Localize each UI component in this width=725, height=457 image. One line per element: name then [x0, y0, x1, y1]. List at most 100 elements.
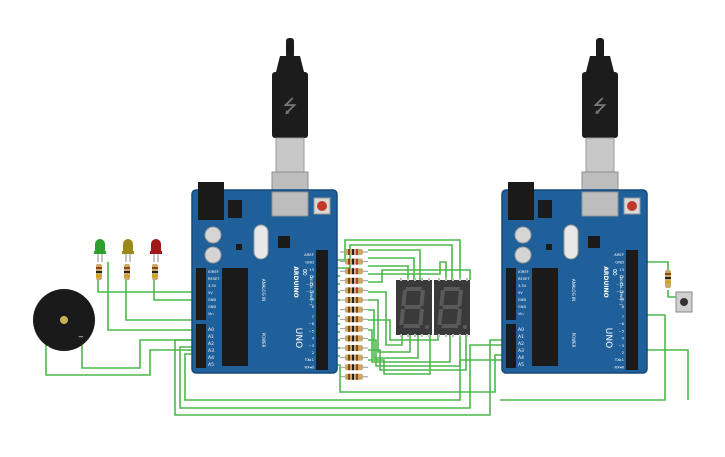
power-jack	[198, 182, 224, 220]
svg-text:ARDUINO: ARDUINO	[292, 266, 299, 297]
wire[interactable]	[97, 278, 195, 293]
pin-label: 2	[622, 350, 625, 355]
arduino-uno-board-2[interactable]: ARDUINO ∞ UNO ANALOG IN POWER DIGITAL (P…	[501, 182, 648, 374]
pin-label: ~9	[308, 296, 314, 301]
pin-label: 8	[312, 304, 315, 309]
resistor	[340, 297, 368, 303]
pin-label: 12	[619, 274, 624, 279]
pin-label: ~6	[308, 321, 314, 326]
capacitor	[204, 226, 222, 244]
wire[interactable]	[368, 329, 451, 363]
power-jack	[508, 182, 534, 220]
pin-label: A4	[208, 355, 214, 361]
digital-label: DIGITAL (PWM~)	[619, 275, 623, 305]
capacitor	[204, 246, 222, 264]
wires	[45, 239, 689, 416]
wire[interactable]	[368, 257, 415, 280]
pin-label: A5	[518, 362, 524, 368]
wire[interactable]	[153, 278, 195, 301]
wire[interactable]	[368, 309, 419, 359]
wire[interactable]	[107, 262, 195, 331]
pin-label: GND	[305, 259, 314, 264]
pin-label: 3.3V	[518, 284, 527, 288]
wire[interactable]	[500, 314, 666, 401]
wire[interactable]	[368, 291, 403, 346]
wire[interactable]	[368, 335, 431, 375]
wire[interactable]	[368, 265, 409, 280]
power-label: POWER	[571, 333, 576, 348]
reset-button[interactable]	[317, 201, 327, 211]
resistor	[340, 335, 368, 342]
analog-header	[196, 324, 206, 368]
pin-label: 3.3V	[208, 284, 217, 288]
pin-label: GND	[518, 305, 526, 309]
capacitor	[514, 226, 532, 244]
wire[interactable]	[330, 244, 453, 280]
arduino-uno-board-1[interactable]: ARDUINO ∞ UNO ANALOG IN POWER DIGITAL (P…	[191, 182, 338, 374]
wire[interactable]	[368, 319, 439, 341]
pin-label: A3	[208, 348, 214, 354]
wire[interactable]	[368, 249, 421, 280]
pin-label: A1	[208, 334, 214, 340]
usb-port	[581, 191, 619, 217]
pin-label: ~9	[618, 296, 624, 301]
wire[interactable]	[640, 349, 689, 400]
pin-label: ~10	[616, 289, 625, 294]
wire[interactable]	[368, 335, 461, 367]
wire[interactable]	[330, 354, 505, 393]
push-button[interactable]	[675, 291, 693, 313]
pin-label: ~5	[618, 328, 624, 333]
wire[interactable]	[179, 344, 505, 409]
pin-label: A1	[518, 334, 524, 340]
wire[interactable]	[368, 335, 467, 371]
pin-label: A2	[208, 341, 214, 347]
leds	[94, 239, 162, 280]
pin-label: AREF	[304, 252, 314, 257]
wire[interactable]	[184, 353, 505, 401]
pin-label: 12	[309, 274, 314, 279]
seven-segment-display	[396, 278, 432, 337]
wire[interactable]	[368, 261, 447, 280]
pin-label: ~11	[306, 282, 315, 287]
crystal	[563, 224, 579, 260]
wire[interactable]	[368, 299, 411, 353]
arduino-logo: ARDUINO	[292, 266, 299, 297]
capacitor	[514, 246, 532, 264]
pin-label: 13	[619, 267, 624, 272]
piezo-buzzer[interactable]: + −	[33, 289, 95, 352]
resistor	[340, 354, 368, 361]
led-red[interactable]	[150, 239, 162, 262]
pin-label: ~3	[618, 343, 624, 348]
board-model-label: UNO	[603, 328, 613, 348]
crystal	[253, 224, 269, 260]
pin-label: IOREF	[518, 270, 529, 274]
wire[interactable]	[330, 239, 461, 280]
wire[interactable]	[81, 339, 195, 369]
pin-label: GND	[208, 305, 216, 309]
wire[interactable]	[45, 345, 195, 376]
led-green[interactable]	[94, 239, 106, 262]
reset-button[interactable]	[627, 201, 637, 211]
pin-label: ~6	[618, 321, 624, 326]
pin-label: 4	[622, 336, 625, 341]
pin-label: GND	[518, 298, 526, 302]
pin-label: AREF	[614, 252, 624, 257]
digital-label: DIGITAL (PWM~)	[309, 275, 313, 305]
arduino-logo: ARDUINO	[602, 266, 609, 297]
pin-label: A5	[208, 362, 214, 368]
seven-segment-display	[434, 278, 470, 337]
power-header	[196, 268, 206, 320]
wire[interactable]	[125, 278, 195, 321]
pin-label: A0	[208, 327, 214, 333]
resistor	[340, 325, 368, 332]
pin-label: 13	[309, 267, 314, 272]
led-yellow[interactable]	[122, 239, 134, 262]
wire[interactable]	[368, 269, 471, 283]
